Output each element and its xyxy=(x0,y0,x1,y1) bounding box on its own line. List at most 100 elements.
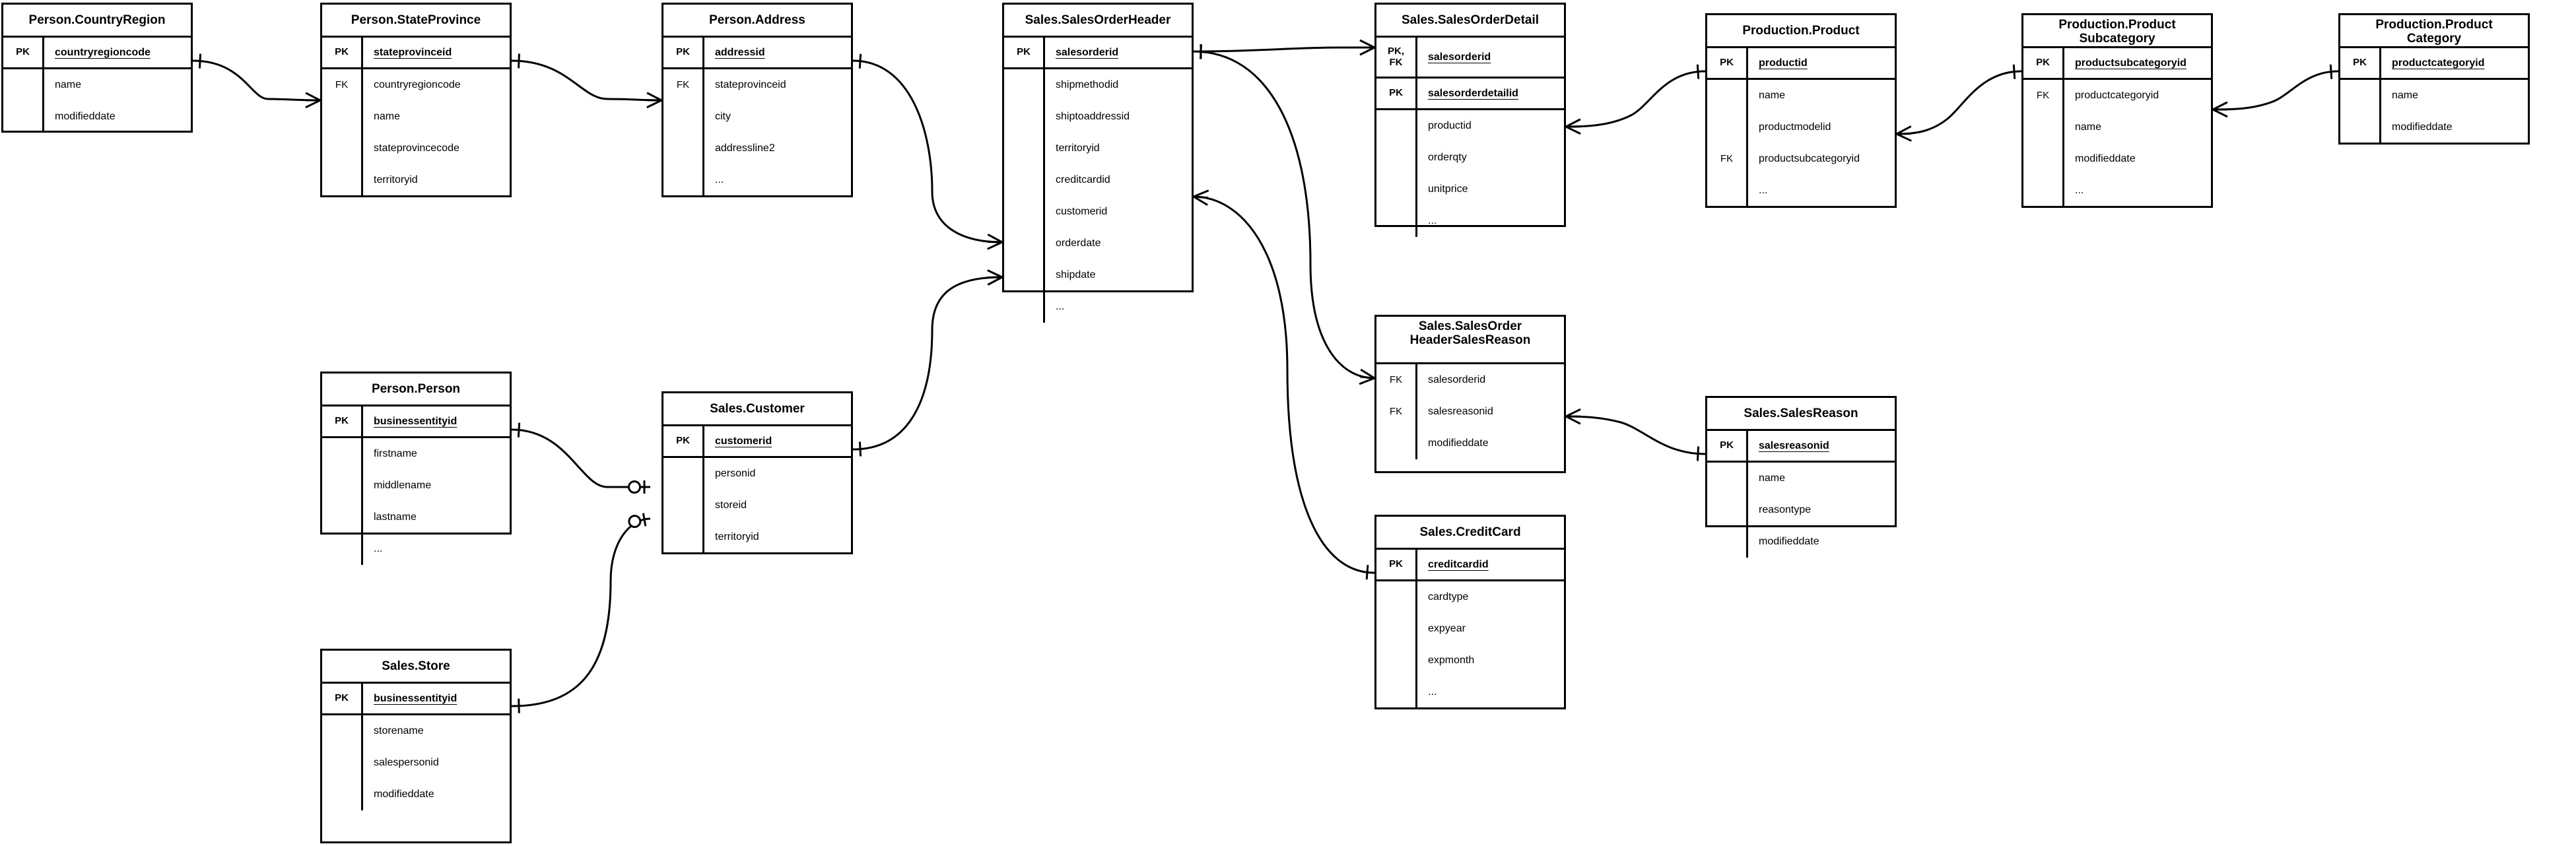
attribute-row[interactable]: lastname xyxy=(322,502,510,533)
attribute-row[interactable]: creditcardid xyxy=(1004,164,1192,196)
attribute-row[interactable]: territoryid xyxy=(322,164,510,196)
attribute-row[interactable]: name xyxy=(1707,80,1895,112)
attribute-row[interactable]: addressline2 xyxy=(663,133,851,164)
attribute-row[interactable]: modifieddate xyxy=(1707,526,1895,558)
attribute-row[interactable]: stateprovincecode xyxy=(322,133,510,164)
attribute-row[interactable]: name xyxy=(2340,80,2528,112)
attribute-row[interactable]: name xyxy=(3,69,191,101)
relationship-rel-product-salesorderdetail[interactable] xyxy=(1565,64,1706,135)
attribute-row[interactable]: ... xyxy=(322,533,510,565)
relationship-rel-store-customer[interactable] xyxy=(511,513,651,713)
attribute-row[interactable]: shipmethodid xyxy=(1004,69,1192,101)
relationship-line xyxy=(511,59,662,102)
attribute-row[interactable]: firstname xyxy=(322,438,510,470)
attribute-row[interactable]: ... xyxy=(2023,175,2211,207)
attribute-row[interactable]: PK addressid xyxy=(663,38,851,69)
attribute-row[interactable]: middlename xyxy=(322,470,510,502)
attribute-row[interactable]: expmonth xyxy=(1376,645,1564,676)
attribute-row[interactable]: territoryid xyxy=(663,521,851,553)
relationship-rel-salesreason-salesorderheadersalesreason[interactable] xyxy=(1565,408,1706,461)
attribute-row[interactable]: ... xyxy=(1004,291,1192,323)
attribute-row[interactable]: personid xyxy=(663,458,851,490)
attribute-row[interactable]: orderqty xyxy=(1376,142,1564,174)
attribute-row[interactable]: shipdate xyxy=(1004,259,1192,291)
relationship-rel-customer-salesorderheader[interactable] xyxy=(852,269,1003,457)
attribute-row[interactable]: shiptoaddressid xyxy=(1004,101,1192,133)
relationship-rel-salesorderheader-salesorderheadersalesreason[interactable] xyxy=(1193,44,1375,385)
attribute-row[interactable]: modifieddate xyxy=(2340,112,2528,143)
attribute-row[interactable]: name xyxy=(2023,112,2211,143)
attribute-row[interactable]: customerid xyxy=(1004,196,1192,228)
attribute-row[interactable]: name xyxy=(322,101,510,133)
relationship-rel-address-salesorderheader[interactable] xyxy=(852,53,1003,250)
attribute-row[interactable]: ... xyxy=(1376,205,1564,237)
attribute-row[interactable]: ... xyxy=(663,164,851,196)
attribute-row[interactable]: orderdate xyxy=(1004,228,1192,259)
attribute-row[interactable]: productid xyxy=(1376,110,1564,142)
attribute-row[interactable]: unitprice xyxy=(1376,174,1564,205)
attribute-row[interactable]: cardtype xyxy=(1376,581,1564,613)
relationship-rel-stateprovince-address[interactable] xyxy=(511,53,662,109)
relationship-rel-person-customer[interactable] xyxy=(511,422,650,494)
attribute-row[interactable]: modifieddate xyxy=(3,101,191,133)
attribute-row[interactable]: city xyxy=(663,101,851,133)
crowsfoot-many-marker xyxy=(987,234,1003,250)
relationship-rel-countryregion-stateprovince[interactable] xyxy=(192,53,321,109)
attribute-row[interactable]: modifieddate xyxy=(1376,428,1564,459)
relationship-rel-creditcard-salesorderheader[interactable] xyxy=(1193,189,1375,580)
attribute-row[interactable]: modifieddate xyxy=(322,779,510,810)
relationship-rel-salesorderheader-salesorderdetail[interactable] xyxy=(1193,39,1375,59)
key-marker-pk: PK xyxy=(663,426,704,456)
attribute-row[interactable]: reasontype xyxy=(1707,494,1895,526)
attribute-name: addressline2 xyxy=(715,143,775,154)
relationship-rel-productcategory-productsubcategory[interactable] xyxy=(2212,64,2339,118)
attribute-row[interactable]: storeid xyxy=(663,490,851,521)
key-marker-pk: PK xyxy=(663,38,704,67)
attribute-row[interactable]: productmodelid xyxy=(1707,112,1895,143)
attribute-row[interactable]: territoryid xyxy=(1004,133,1192,164)
key-marker-none xyxy=(322,133,363,164)
attribute-row[interactable]: salespersonid xyxy=(322,747,510,779)
attribute-row[interactable]: name xyxy=(1707,463,1895,494)
relationship-rel-productsubcategory-product[interactable] xyxy=(1896,64,2022,142)
attribute-row[interactable]: storename xyxy=(322,715,510,747)
attribute-name: addressid xyxy=(715,46,765,58)
attribute-row[interactable]: expyear xyxy=(1376,613,1564,645)
attribute-row[interactable]: ... xyxy=(1376,676,1564,708)
attribute-row[interactable]: ... xyxy=(1707,175,1895,207)
attribute-row[interactable]: modifieddate xyxy=(2023,143,2211,175)
